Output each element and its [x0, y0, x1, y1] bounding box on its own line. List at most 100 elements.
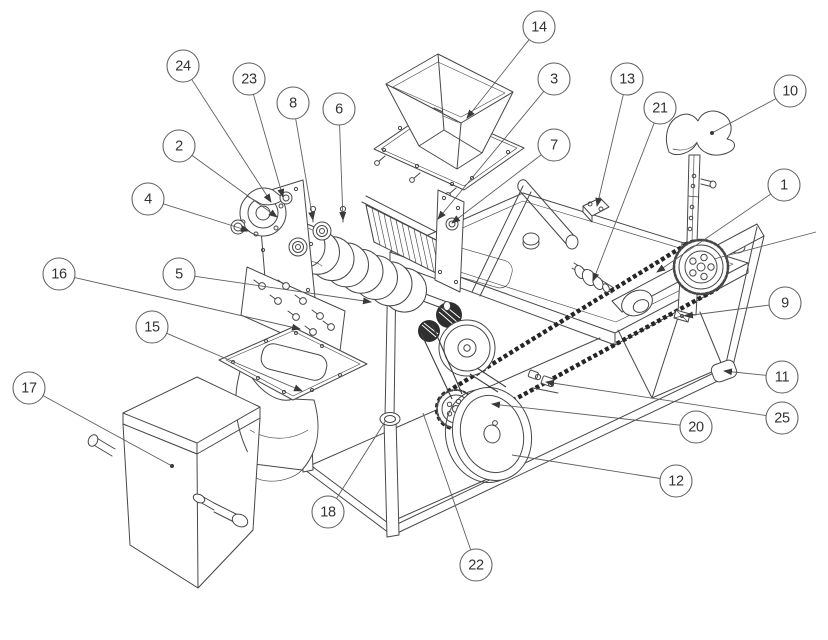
balloon-circle-17: [12, 371, 46, 405]
balloon-circle-12: [659, 464, 693, 498]
balloon-number-17: 17: [21, 381, 37, 397]
balloon-circle-1: [767, 168, 801, 202]
leader-line-unnumbered: [713, 231, 817, 260]
balloon-number-7: 7: [550, 138, 558, 154]
balloon-circle-13: [610, 62, 644, 96]
balloon-callout-13: 13: [595, 62, 644, 207]
leader-line-25: [545, 379, 767, 417]
balloon-callout-18: 18: [311, 419, 387, 529]
lower-mounting-plate: [240, 266, 346, 360]
balloon-number-18: 18: [320, 505, 336, 521]
balloon-number-13: 13: [619, 72, 635, 88]
balloon-circle-2: [162, 129, 196, 163]
balloon-number-15: 15: [144, 320, 160, 336]
concave-grate: [309, 195, 453, 282]
leader-line-13: [595, 94, 624, 207]
balloon-callout-6: 6: [322, 92, 356, 221]
balloon-callout-21: 21: [592, 91, 677, 282]
balloon-callout-3: 3: [437, 62, 571, 220]
chute-flange-plate: [218, 326, 368, 401]
balloon-circle-5: [162, 257, 196, 291]
hopper-assembly: [373, 53, 525, 198]
leader-line-10: [710, 98, 777, 135]
leader-line-11: [723, 368, 767, 376]
balloon-number-21: 21: [652, 101, 668, 117]
balloon-number-24: 24: [175, 59, 191, 75]
leader-line-22: [422, 412, 472, 551]
box-handle-pegs: [192, 493, 249, 528]
leader-line-3: [437, 91, 545, 220]
balloon-number-20: 20: [688, 420, 704, 436]
balloon-number-2: 2: [175, 139, 183, 155]
leader-line-5: [194, 275, 372, 305]
balloon-circle-8: [276, 86, 310, 120]
balloon-circle-3: [537, 62, 571, 96]
shaft-coupler: [571, 262, 615, 294]
balloon-circle-6: [322, 92, 356, 126]
balloon-circle-15: [135, 310, 169, 344]
collection-box: [87, 376, 261, 589]
balloon-callout-14: 14: [466, 10, 556, 119]
balloon-circle-16: [42, 257, 76, 291]
handlebar-tube: [471, 179, 579, 297]
balloon-number-14: 14: [531, 20, 547, 36]
pillow-block-bearing: [582, 197, 610, 223]
leader-line-8: [295, 118, 316, 221]
balloon-circle-20: [679, 410, 713, 444]
balloon-number-8: 8: [289, 96, 297, 112]
balloon-circle-4: [131, 182, 165, 216]
leader-line-20: [491, 401, 681, 426]
machine-illustration: [87, 53, 817, 589]
balloon-circle-23: [232, 62, 266, 96]
balloon-number-5: 5: [175, 267, 183, 283]
leader-line-21: [592, 122, 655, 282]
balloon-number-25: 25: [774, 411, 790, 427]
balloon-number-4: 4: [144, 192, 152, 208]
leader-line-18: [336, 419, 387, 499]
balloon-circle-10: [773, 74, 807, 108]
leader-line-15: [166, 332, 303, 392]
balloon-circle-11: [765, 360, 799, 394]
leader-line-16: [74, 277, 301, 331]
leader-line-24: [191, 79, 272, 203]
balloon-number-10: 10: [782, 84, 798, 100]
leader-line-23: [252, 94, 285, 198]
balloon-callout-22: 22: [422, 412, 493, 582]
balloon-circle-24: [166, 49, 200, 83]
balloon-callout-16: 16: [42, 257, 301, 331]
balloon-circle-22: [459, 548, 493, 582]
leader-line-1: [656, 193, 772, 273]
saddle: [665, 110, 735, 156]
leader-line-7: [451, 154, 542, 224]
balloon-number-3: 3: [550, 72, 558, 88]
balloon-callout-10: 10: [710, 74, 807, 135]
balloon-callout-4: 4: [131, 182, 250, 232]
leader-line-12: [511, 454, 661, 479]
balloon-callout-24: 24: [166, 49, 272, 203]
balloon-callout-9: 9: [684, 286, 802, 320]
balloon-callout-20: 20: [491, 401, 713, 444]
balloon-callout-1: 1: [656, 168, 801, 273]
balloon-number-23: 23: [241, 72, 257, 88]
balloon-circle-7: [537, 128, 571, 162]
bearing-housing: [230, 187, 293, 237]
balloon-callout-17: 17: [12, 371, 174, 468]
leader-line-17: [42, 395, 174, 468]
balloon-callout-23: 23: [232, 62, 285, 198]
balloon-circle-18: [311, 495, 345, 529]
hopper-bin: [385, 53, 514, 170]
leader-line-6: [339, 124, 347, 221]
leader-line-2: [191, 155, 278, 218]
flywheel: [444, 386, 533, 484]
balloon-number-12: 12: [668, 474, 684, 490]
balloon-number-11: 11: [775, 370, 790, 386]
balloon-callout-2: 2: [162, 129, 278, 218]
balloon-callout-8: 8: [276, 86, 316, 221]
balloon-circle-14: [522, 10, 556, 44]
balloon-callout-7: 7: [451, 128, 571, 224]
balloon-number-22: 22: [468, 558, 484, 574]
balloon-callout-12: 12: [511, 454, 693, 498]
leader-line-4: [163, 203, 250, 232]
